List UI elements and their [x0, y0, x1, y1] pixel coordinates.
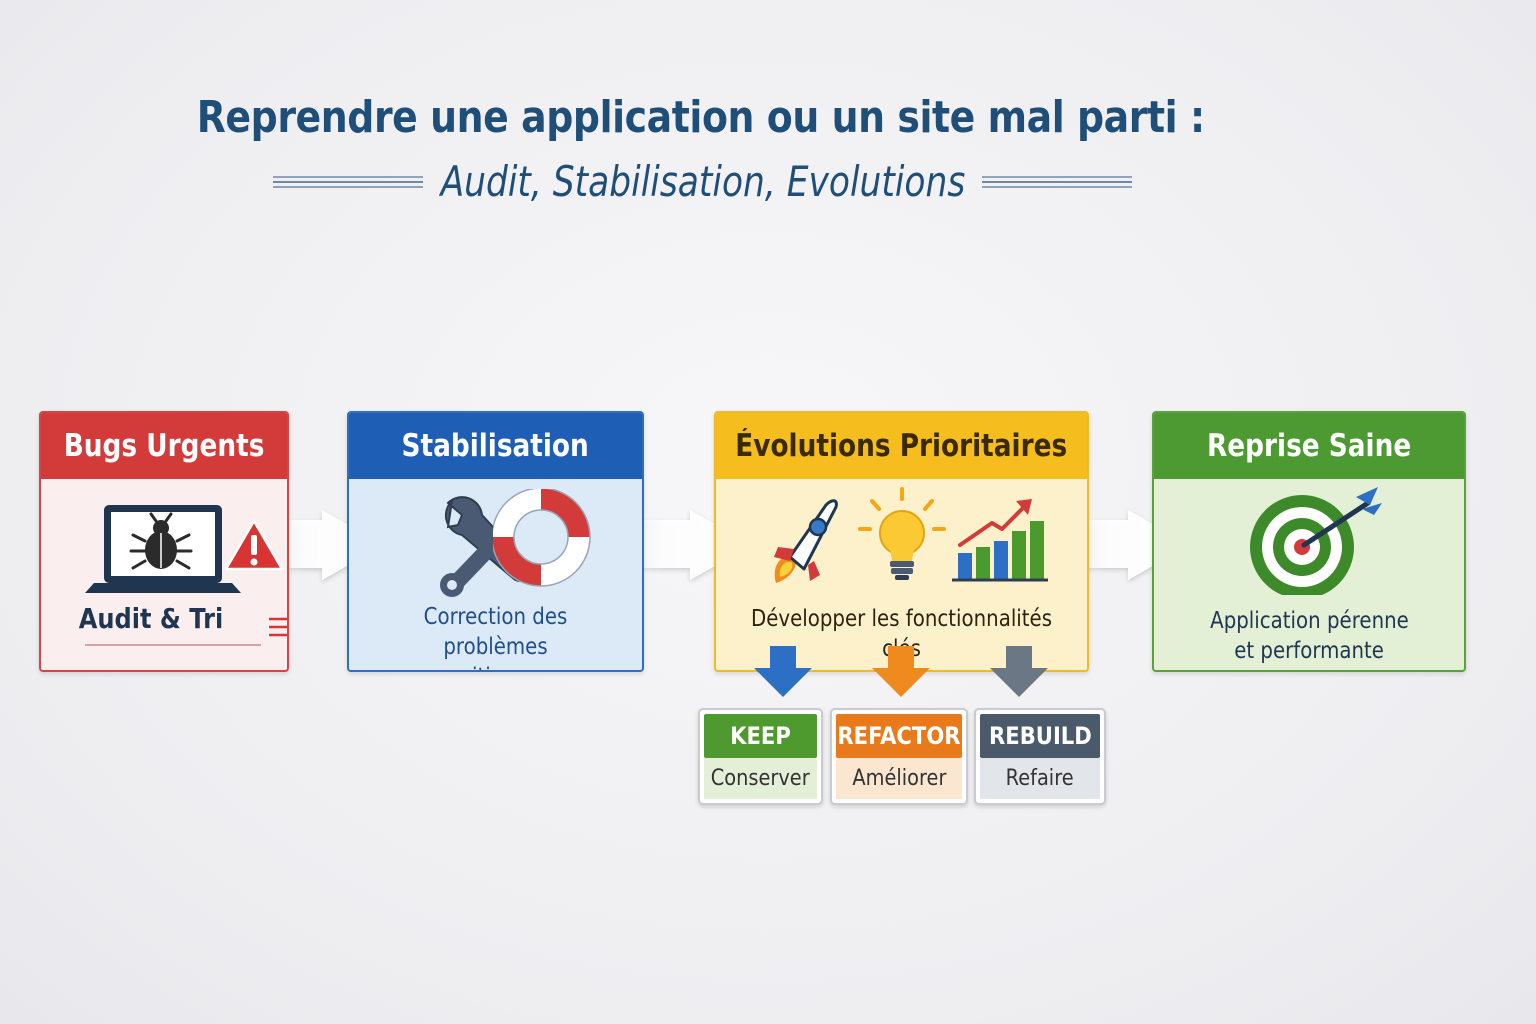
rocket-icon	[774, 499, 838, 583]
page-subtitle: Audit, Stabilisation, Evolutions	[440, 156, 965, 206]
underline-divider	[85, 644, 261, 646]
stage-description: Correction des problèmes critiques	[423, 604, 568, 670]
option-rebuild: REBUILD Refaire	[974, 708, 1106, 805]
laptop-bug-icon	[85, 505, 241, 593]
red-arrow-icon	[269, 617, 287, 637]
stage-card-header: Bugs Urgents	[41, 413, 287, 479]
stage-card-header: Stabilisation	[349, 413, 642, 479]
stage-description: Audit & Tri	[78, 602, 224, 635]
stage-card-header: Évolutions Prioritaires	[716, 413, 1087, 479]
stage-card-bugs-urgents: Bugs Urgents Audit & Tri	[39, 411, 289, 672]
stage-description: Développer les fonctionnalités clés	[750, 606, 1053, 662]
lightbulb-icon	[858, 487, 946, 580]
stage-card-stabilisation: Stabilisation Correction des problèmes c…	[347, 411, 644, 672]
stage-description: Application pérenne et performante	[1209, 608, 1409, 664]
option-refactor: REFACTOR Améliorer	[830, 708, 968, 805]
lifebuoy-icon	[493, 489, 591, 587]
stage-card-evolutions-prioritaires: Évolutions Prioritaires	[714, 411, 1089, 672]
subtitle-row: Audit, Stabilisation, Evolutions	[245, 156, 1160, 206]
stage-card-header: Reprise Saine	[1154, 413, 1464, 479]
left-decorative-lines	[272, 174, 423, 188]
warning-icon	[224, 519, 284, 571]
target-icon	[1250, 487, 1382, 595]
option-keep: KEEP Conserver	[698, 708, 823, 805]
page-title: Reprendre une application ou un site mal…	[196, 92, 1205, 143]
stage-card-reprise-saine: Reprise Saine Application pérenne et per…	[1152, 411, 1466, 672]
growth-chart-icon	[952, 499, 1048, 582]
right-decorative-lines	[982, 174, 1133, 188]
